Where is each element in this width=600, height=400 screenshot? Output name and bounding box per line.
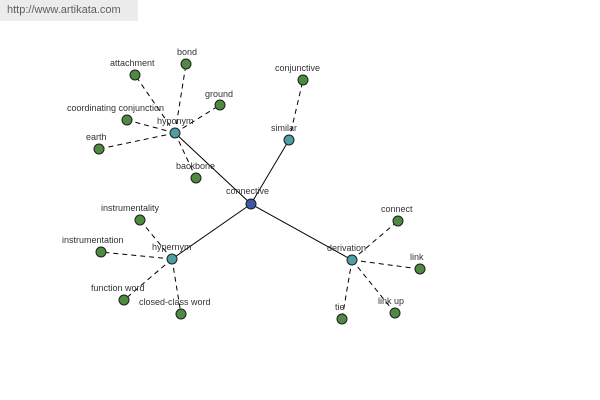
node-label-derivation[interactable]: derivation: [327, 243, 366, 253]
nodes-layer: connective hyponym similar hypernym derivati…: [62, 47, 426, 325]
node-circle-conjunctive[interactable]: [297, 74, 309, 86]
node-label-attachment[interactable]: attachment: [110, 58, 155, 68]
node-circle-derivation[interactable]: [346, 254, 358, 266]
node-coordinating-conjunction[interactable]: coordinating conjunction: [67, 103, 164, 126]
node-link-up[interactable]: link up: [378, 296, 404, 319]
node-circle-backbone[interactable]: [190, 172, 202, 184]
node-circle-link[interactable]: [414, 263, 426, 275]
edge-connective-similar: [250, 139, 290, 205]
node-circle-similar[interactable]: [283, 134, 295, 146]
node-circle-instrumentality[interactable]: [134, 214, 146, 226]
node-bond[interactable]: bond: [177, 47, 197, 70]
node-circle-earth[interactable]: [93, 143, 105, 155]
node-label-similar[interactable]: similar: [271, 123, 297, 133]
edge-hypernym-function-word: [123, 258, 173, 301]
node-derivation[interactable]: derivation: [327, 243, 366, 266]
edge-connective-derivation: [250, 203, 353, 261]
node-circle-coordinating-conjunction[interactable]: [121, 114, 133, 126]
node-circle-link-up[interactable]: [389, 307, 401, 319]
edge-derivation-tie: [341, 259, 353, 320]
edge-hyponym-earth: [98, 132, 176, 150]
edge-hypernym-instrumentality: [139, 219, 173, 260]
node-instrumentality[interactable]: instrumentality: [101, 203, 160, 226]
node-label-link[interactable]: link: [410, 252, 424, 262]
node-label-tie[interactable]: tie: [335, 302, 345, 312]
edge-hyponym-backbone: [174, 132, 197, 179]
node-label-backbone[interactable]: backbone: [176, 161, 215, 171]
node-circle-tie[interactable]: [336, 313, 348, 325]
node-attachment[interactable]: attachment: [110, 58, 155, 81]
node-backbone[interactable]: backbone: [176, 161, 215, 184]
node-label-instrumentality[interactable]: instrumentality: [101, 203, 160, 213]
edge-derivation-connect: [351, 220, 399, 261]
node-earth[interactable]: earth: [86, 132, 107, 155]
node-link[interactable]: link: [410, 252, 426, 275]
node-label-link-up[interactable]: link up: [378, 296, 404, 306]
node-label-bond[interactable]: bond: [177, 47, 197, 57]
node-similar[interactable]: similar: [271, 123, 297, 146]
node-circle-bond[interactable]: [180, 58, 192, 70]
edge-hyponym-attachment: [134, 74, 176, 134]
node-tie[interactable]: tie: [335, 302, 348, 325]
source-url-banner[interactable]: http://www.artikata.com: [0, 0, 138, 21]
edge-derivation-link: [351, 259, 421, 270]
node-label-closed-class-word[interactable]: closed-class word: [139, 297, 211, 307]
node-connect[interactable]: connect: [381, 204, 413, 227]
node-circle-function-word[interactable]: [118, 294, 130, 306]
node-label-conjunctive[interactable]: conjunctive: [275, 63, 320, 73]
node-hypernym[interactable]: hypernym: [152, 242, 192, 265]
node-label-function-word[interactable]: function word: [91, 283, 145, 293]
node-closed-class-word[interactable]: closed-class word: [139, 297, 211, 320]
edges-layer: [98, 63, 421, 320]
node-circle-hypernym[interactable]: [166, 253, 178, 265]
edge-hypernym-instrumentation: [100, 251, 173, 260]
node-circle-connective[interactable]: [245, 198, 257, 210]
node-circle-hyponym[interactable]: [169, 127, 181, 139]
node-label-earth[interactable]: earth: [86, 132, 107, 142]
node-circle-ground[interactable]: [214, 99, 226, 111]
node-label-hypernym[interactable]: hypernym: [152, 242, 192, 252]
node-label-hyponym[interactable]: hyponym: [157, 116, 194, 126]
node-label-coordinating-conjunction[interactable]: coordinating conjunction: [67, 103, 164, 113]
node-label-connective[interactable]: connective: [226, 186, 269, 196]
edge-similar-conjunctive: [288, 79, 304, 141]
edge-hypernym-closed-class-word: [171, 258, 182, 315]
node-function-word[interactable]: function word: [91, 283, 145, 306]
edge-connective-hypernym: [171, 203, 252, 260]
node-label-connect[interactable]: connect: [381, 204, 413, 214]
edge-connective-hyponym: [174, 132, 252, 205]
node-connective[interactable]: connective: [226, 186, 269, 210]
node-label-ground[interactable]: ground: [205, 89, 233, 99]
node-circle-attachment[interactable]: [129, 69, 141, 81]
node-hyponym[interactable]: hyponym: [157, 116, 194, 139]
node-instrumentation[interactable]: instrumentation: [62, 235, 124, 258]
node-label-instrumentation[interactable]: instrumentation: [62, 235, 124, 245]
node-circle-instrumentation[interactable]: [95, 246, 107, 258]
node-ground[interactable]: ground: [205, 89, 233, 111]
edge-derivation-link-up: [351, 259, 396, 314]
node-circle-closed-class-word[interactable]: [175, 308, 187, 320]
node-conjunctive[interactable]: conjunctive: [275, 63, 320, 86]
node-circle-connect[interactable]: [392, 215, 404, 227]
edge-hyponym-bond: [174, 63, 187, 134]
